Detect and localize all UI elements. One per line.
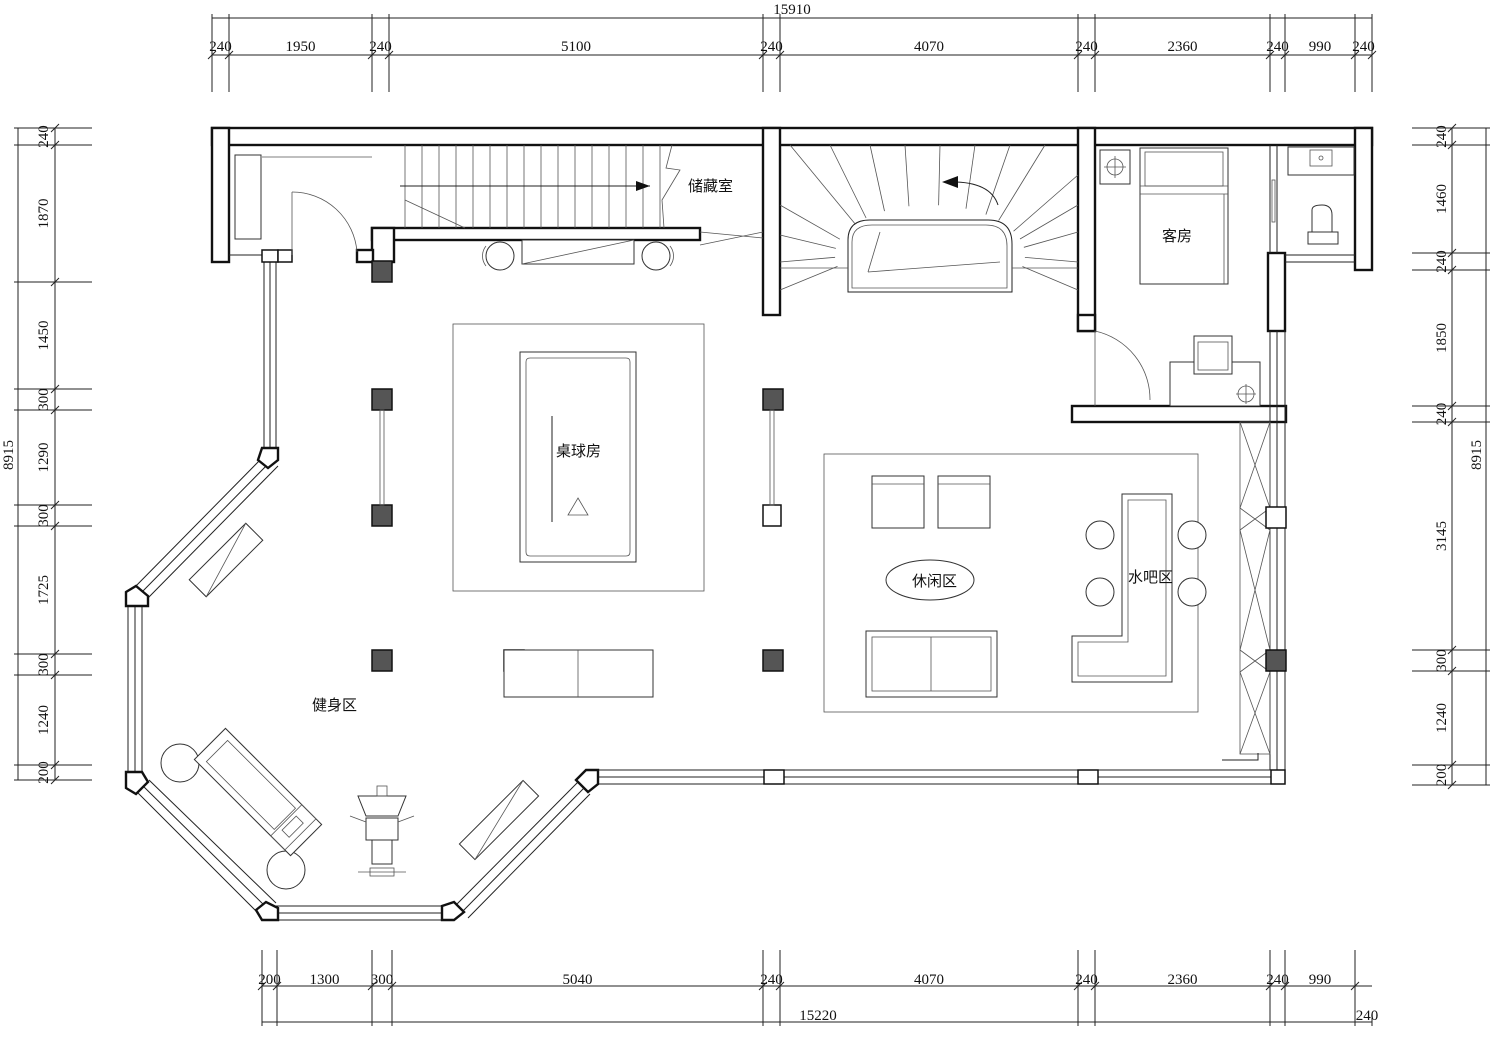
left-dimensions: 240 1870 1450 300 1290 300 1725 300 1240 200 8915	[1, 123, 92, 785]
sink	[1287, 146, 1355, 176]
dimension-label: 1870	[36, 199, 52, 229]
room-label-fitness-area: 健身区	[312, 696, 357, 714]
right-total-dimension: 8915	[1469, 440, 1485, 470]
dimension-label: 240	[1266, 39, 1289, 55]
room-label-guest-room: 客房	[1162, 227, 1192, 245]
straight-staircase: 储藏室	[400, 144, 764, 246]
dimension-label: 4070	[914, 39, 944, 55]
dimension-label: 240	[1352, 39, 1375, 55]
billiard-table	[519, 351, 637, 563]
dimension-label: 1850	[1434, 323, 1450, 353]
column	[762, 504, 782, 527]
column	[1270, 769, 1286, 785]
bathroom	[1271, 146, 1355, 245]
dimension-label: 240	[1075, 39, 1098, 55]
weight-machine	[349, 785, 415, 877]
dimension-label: 1240	[1434, 703, 1450, 733]
column	[371, 504, 393, 527]
column	[1265, 649, 1287, 672]
bottom-dimensions: 200 1300 300 5040 240 4070 240 2360 240 990 15220…	[257, 950, 1379, 1026]
dimension-label: 240	[1434, 403, 1450, 426]
dimension-label: 240	[1075, 972, 1098, 988]
dimension-label: 1300	[310, 972, 340, 988]
dimension-label: 200	[258, 972, 281, 988]
room-label-water-bar: 水吧区	[1128, 568, 1173, 586]
bed	[1139, 147, 1229, 285]
sofa	[865, 630, 998, 698]
dimension-label: 1290	[36, 443, 52, 473]
bottom-total-dimension: 15220	[799, 1008, 837, 1024]
dimension-label: 2360	[1168, 39, 1198, 55]
dimension-label: 240	[36, 125, 52, 148]
column	[762, 388, 784, 411]
leisure-area: 休闲区 水吧区	[823, 453, 1207, 713]
bar-stool	[1177, 520, 1207, 550]
dimension-label: 1950	[286, 39, 316, 55]
room-label-leisure-area: 休闲区	[912, 572, 957, 590]
dimension-label: 200	[1434, 764, 1450, 787]
yoga-ball	[266, 850, 306, 890]
dimension-label: 240	[760, 39, 783, 55]
dimension-label: 1240	[36, 705, 52, 735]
dimension-label: 990	[1309, 972, 1332, 988]
dimension-label: 300	[36, 653, 52, 676]
bench-with-stools	[482, 239, 674, 271]
dimension-label: 240	[760, 972, 783, 988]
coffee-table	[885, 559, 975, 601]
dimension-label: 200	[36, 761, 52, 784]
dimension-label: 240	[369, 39, 392, 55]
entry-cabinet-and-door	[234, 154, 372, 255]
bottom-end-dimension: 240	[1356, 1008, 1379, 1024]
curved-staircase	[779, 144, 1079, 293]
guest-room: 客房	[1094, 147, 1261, 407]
armchair	[937, 475, 991, 529]
dimension-label: 300	[371, 972, 394, 988]
right-dimensions: 240 1460 240 1850 240 3145 300 1240 200 8915	[1412, 123, 1490, 790]
dimension-label: 240	[1266, 972, 1289, 988]
column	[1265, 506, 1287, 529]
column	[762, 649, 784, 672]
bar-stool	[1085, 577, 1115, 607]
room-label-billiard-room: 桌球房	[556, 442, 601, 460]
window-corner-posts	[124, 249, 600, 922]
dimension-label: 1460	[1434, 184, 1450, 214]
top-dimensions: 15910 240 1950 240 5100 240 4070 240 2360 240 990…	[207, 2, 1377, 92]
dimension-label: 300	[36, 504, 52, 527]
billiard-room: 桌球房	[452, 323, 705, 592]
dimension-label: 990	[1309, 39, 1332, 55]
column	[371, 649, 393, 672]
dimension-label: 1450	[36, 321, 52, 351]
column	[1077, 769, 1099, 785]
armchair	[871, 475, 925, 529]
dimension-label: 5100	[561, 39, 591, 55]
window-walls	[127, 262, 1286, 921]
dimension-label: 240	[1434, 250, 1450, 273]
column	[763, 769, 785, 785]
dimension-label: 4070	[914, 972, 944, 988]
room-label-storage: 储藏室	[688, 177, 733, 195]
bench-sofa	[503, 649, 654, 698]
bar-stool	[1177, 577, 1207, 607]
dimension-label: 3145	[1434, 521, 1450, 551]
dimension-label: 300	[1434, 649, 1450, 672]
dimension-label: 300	[36, 388, 52, 411]
dimension-label: 240	[209, 39, 232, 55]
dimension-label: 5040	[563, 972, 593, 988]
fitness-area: 健身区	[160, 522, 540, 890]
exterior-walls	[210, 126, 1374, 424]
yoga-ball	[160, 743, 200, 783]
left-total-dimension: 8915	[1, 440, 17, 470]
top-total-dimension: 15910	[773, 2, 811, 18]
column	[371, 388, 393, 411]
dimension-label: 240	[1434, 125, 1450, 148]
dimension-label: 2360	[1168, 972, 1198, 988]
treadmill	[193, 727, 323, 857]
bar-stool	[1085, 520, 1115, 550]
dimension-label: 1725	[36, 575, 52, 605]
column	[371, 260, 393, 283]
